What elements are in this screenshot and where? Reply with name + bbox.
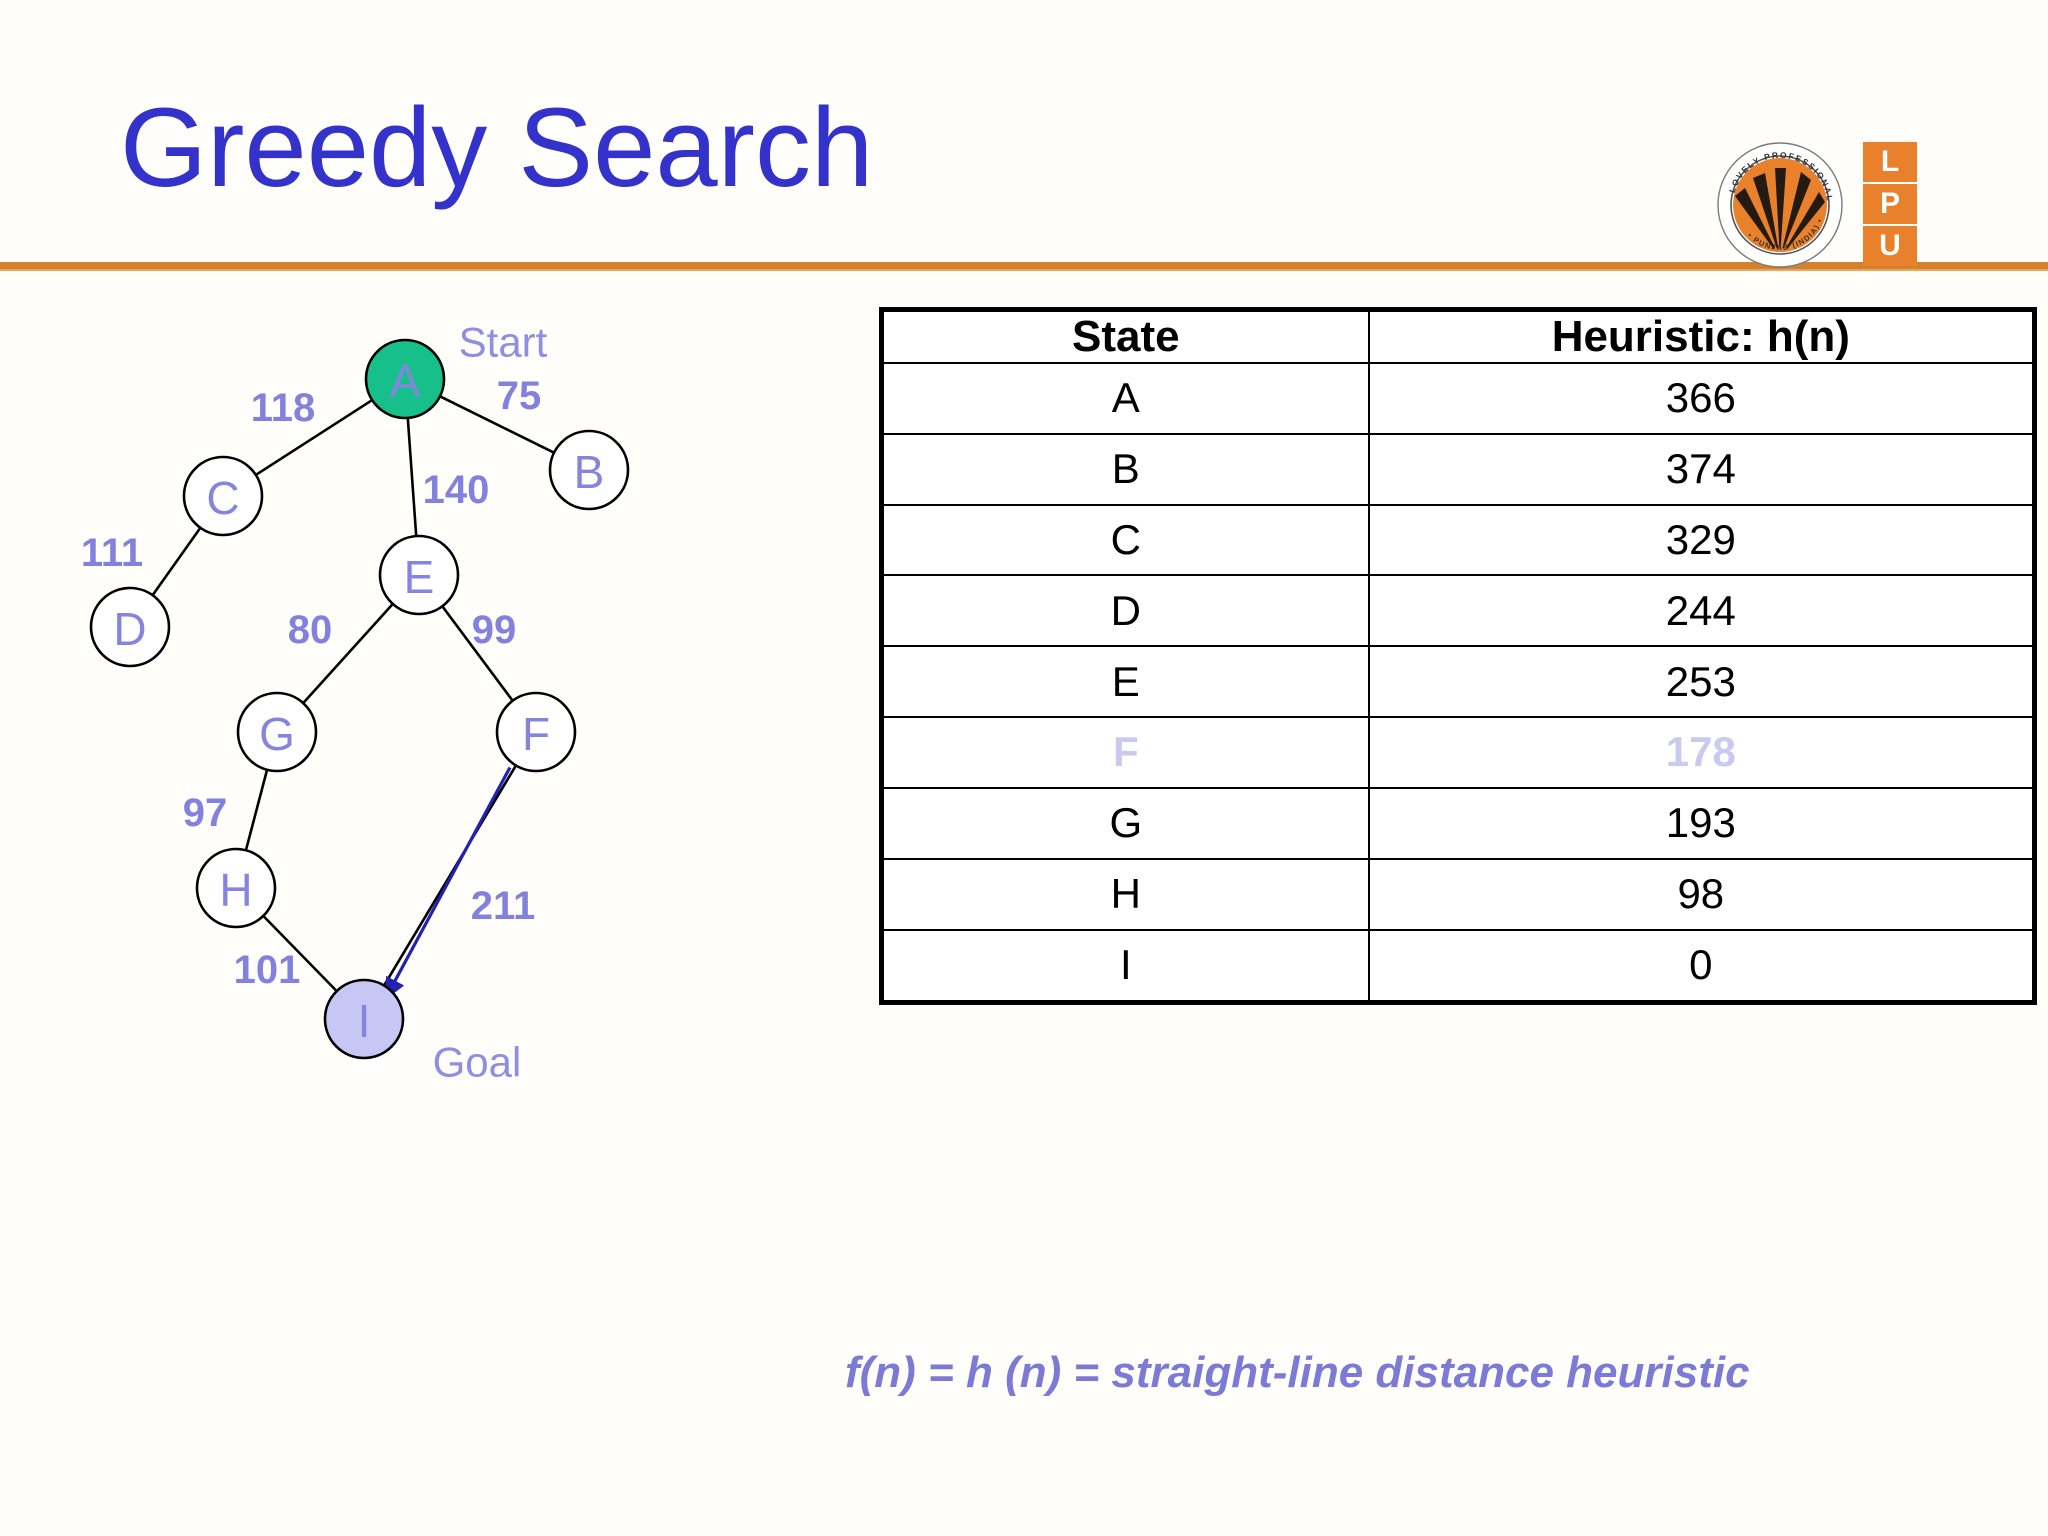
graph-nodes-layer: A B C D E F G H I — [89, 338, 630, 1060]
edge-weight-h-i: 101 — [234, 948, 301, 992]
graph-node-h[interactable]: H — [195, 847, 277, 929]
edge-weight-f-i: 211 — [471, 884, 536, 928]
cell-heuristic: 0 — [1367, 928, 2036, 1004]
cell-state: C — [880, 503, 1370, 577]
edge-weight-e-g: 80 — [288, 608, 333, 652]
graph-edge-a-c — [255, 398, 373, 477]
node-label-d: D — [113, 603, 146, 655]
start-annotation: Start — [459, 319, 548, 366]
lpu-logo: LOVELY PROFESSIONAL UNIVERSITY • PUNJAB … — [1715, 140, 2005, 270]
node-circle-i[interactable] — [323, 978, 405, 1060]
university-seal-icon: LOVELY PROFESSIONAL UNIVERSITY • PUNJAB … — [1715, 140, 1843, 268]
graph-edge-g-h — [244, 769, 269, 851]
goal-annotation: Goal — [433, 1039, 522, 1086]
graph-node-a[interactable]: A — [364, 338, 446, 420]
edge-weight-a-e: 140 — [423, 468, 490, 512]
cell-state: I — [880, 928, 1370, 1004]
cell-state: E — [880, 645, 1370, 719]
edge-weight-a-c: 118 — [251, 386, 316, 430]
column-header-state: State — [880, 308, 1370, 364]
graph-node-c[interactable]: C — [182, 455, 264, 537]
node-circle-c[interactable] — [182, 455, 264, 537]
graph-edge-a-b — [439, 395, 555, 454]
graph-edge-e-g — [302, 603, 394, 704]
node-circle-d[interactable] — [89, 586, 171, 668]
node-circle-a[interactable] — [364, 338, 446, 420]
edge-weight-c-d: 111 — [81, 531, 143, 575]
edge-weight-e-f: 99 — [472, 608, 517, 652]
graph-edge-a-e — [406, 417, 418, 537]
cell-state: G — [880, 786, 1370, 860]
cell-heuristic: 98 — [1367, 857, 2036, 931]
graph-edge-c-d — [151, 527, 202, 596]
heuristic-formula-caption: f(n) = h (n) = straight-line distance he… — [845, 1348, 1750, 1397]
search-graph-diagram: A B C D E F G H I 118 75 140 111 80 99 97 101 211 Start … — [0, 280, 880, 1120]
graph-edge-e-f — [441, 605, 514, 702]
table-header-row: State Heuristic: h(n) — [880, 308, 2036, 364]
column-header-heuristic: Heuristic: h(n) — [1367, 308, 2036, 364]
node-label-a: A — [390, 355, 421, 407]
node-label-h: H — [219, 864, 252, 916]
logo-letter-l: L — [1863, 142, 1917, 182]
cell-heuristic: 374 — [1367, 432, 2036, 506]
cell-heuristic: 178 — [1367, 716, 2036, 789]
cell-state: H — [880, 857, 1370, 931]
graph-node-d[interactable]: D — [89, 586, 171, 668]
cell-state: D — [880, 574, 1370, 648]
graph-node-i[interactable]: I — [323, 978, 405, 1060]
edge-weight-g-h: 97 — [183, 791, 228, 835]
edge-weight-a-b: 75 — [497, 374, 542, 418]
node-label-c: C — [206, 472, 239, 524]
node-circle-h[interactable] — [195, 847, 277, 929]
cell-heuristic: 253 — [1367, 645, 2036, 719]
cell-heuristic: 193 — [1367, 786, 2036, 860]
logo-letter-u: U — [1863, 226, 1917, 266]
graph-solution-path-layer — [384, 766, 512, 1001]
cell-state: B — [880, 432, 1370, 506]
logo-letter-p: P — [1863, 184, 1917, 224]
graph-edge-weights-layer: 118 75 140 111 80 99 97 101 211 — [81, 374, 541, 992]
node-label-f: F — [522, 708, 550, 760]
title-divider — [0, 262, 2048, 271]
graph-edge-h-i — [262, 914, 338, 993]
node-circle-f[interactable] — [495, 691, 577, 773]
node-circle-b[interactable] — [548, 429, 630, 511]
cell-heuristic: 329 — [1367, 503, 2036, 577]
graph-node-e[interactable]: E — [378, 534, 460, 616]
node-label-g: G — [259, 708, 295, 760]
cell-heuristic: 366 — [1367, 362, 2036, 435]
cell-state: A — [880, 362, 1370, 435]
node-label-i: I — [358, 995, 371, 1047]
node-circle-e[interactable] — [378, 534, 460, 616]
graph-node-f[interactable]: F — [495, 691, 577, 773]
lpu-letter-blocks: L P U — [1863, 142, 1919, 268]
graph-node-b[interactable]: B — [548, 429, 630, 511]
page-title: Greedy Search — [120, 85, 874, 210]
cell-heuristic: 244 — [1367, 574, 2036, 648]
cell-state: F — [880, 716, 1370, 789]
node-circle-g[interactable] — [236, 691, 318, 773]
node-label-b: B — [574, 446, 605, 498]
graph-annotations-layer: Start Goal — [433, 319, 548, 1086]
graph-node-g[interactable]: G — [236, 691, 318, 773]
solution-path-f-i — [384, 766, 512, 1001]
node-label-e: E — [404, 551, 435, 603]
